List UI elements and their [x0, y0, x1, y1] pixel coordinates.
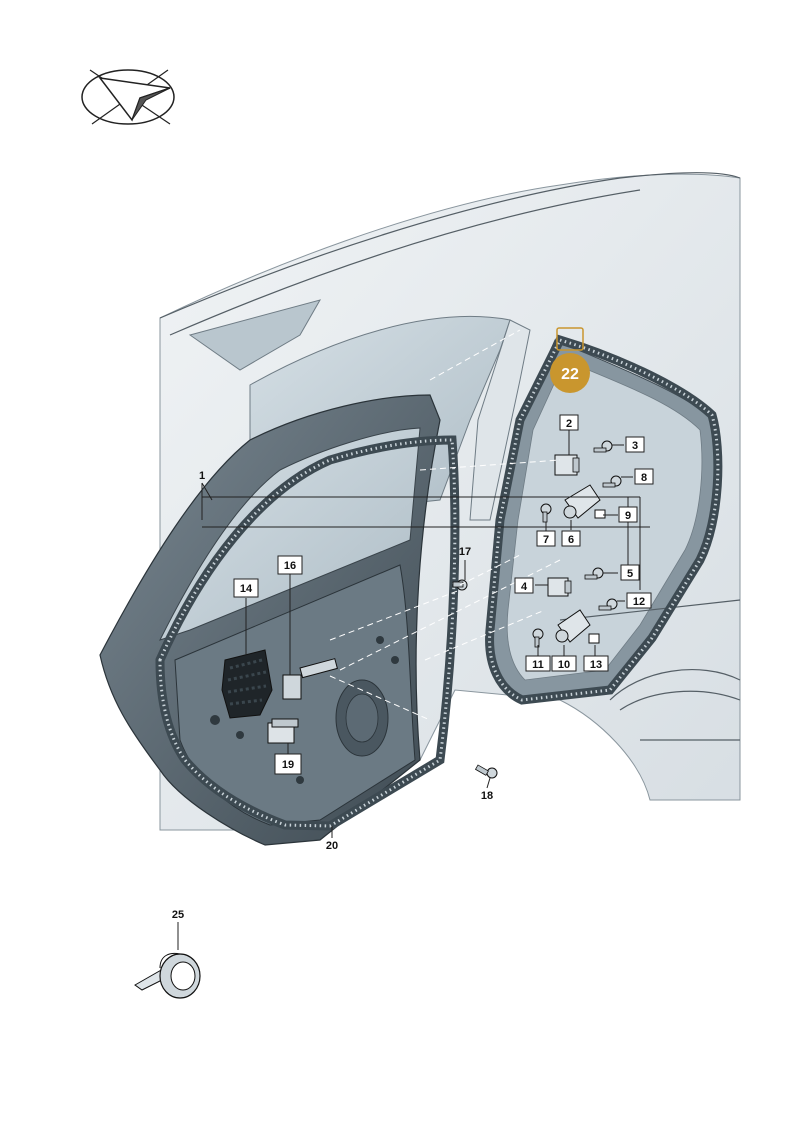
screw-7 — [540, 503, 552, 523]
bolt-18 — [474, 764, 498, 779]
damping-pad — [221, 649, 273, 719]
callout-13: 13 — [590, 659, 602, 671]
callout-5: 5 — [627, 568, 633, 580]
screw-12 — [598, 598, 618, 611]
callout-3: 3 — [632, 440, 638, 452]
callout-7: 7 — [543, 534, 549, 546]
callouts: 1 2 3 8 9 7 6 4 5 12 11 10 13 14 16 17 1… — [172, 414, 654, 921]
front-door-seal — [155, 435, 460, 831]
door-parts — [221, 579, 498, 779]
cap-13 — [588, 633, 600, 644]
direction-arrow-icon — [81, 69, 175, 125]
screw-3 — [593, 440, 613, 453]
callout-9: 9 — [625, 510, 631, 522]
door-check — [282, 674, 302, 700]
callout-1: 1 — [199, 470, 205, 482]
callout-25: 25 — [172, 909, 184, 921]
callout-11: 11 — [532, 659, 544, 671]
screw-11 — [532, 628, 544, 648]
callout-19: 19 — [282, 759, 294, 771]
callout-10: 10 — [558, 659, 570, 671]
callout-6: 6 — [568, 534, 574, 546]
callout-8: 8 — [641, 472, 647, 484]
callout-20: 20 — [326, 840, 338, 852]
callout-17: 17 — [459, 546, 471, 558]
callout-12: 12 — [633, 596, 645, 608]
callout-16: 16 — [284, 560, 296, 572]
front-door — [99, 394, 441, 846]
screw-8 — [602, 475, 622, 488]
cap-9 — [594, 509, 606, 519]
tape-roll — [134, 952, 201, 999]
highlighted-part-22[interactable]: 22 — [550, 327, 590, 393]
callout-18: 18 — [481, 790, 493, 802]
rear-door-seal — [485, 334, 723, 705]
callout-4: 4 — [521, 581, 528, 593]
callout-2: 2 — [566, 418, 572, 430]
highlight-label: 22 — [561, 366, 579, 383]
hinge-parts — [532, 440, 622, 648]
leader-lines — [177, 430, 650, 950]
callout-14: 14 — [240, 583, 253, 595]
